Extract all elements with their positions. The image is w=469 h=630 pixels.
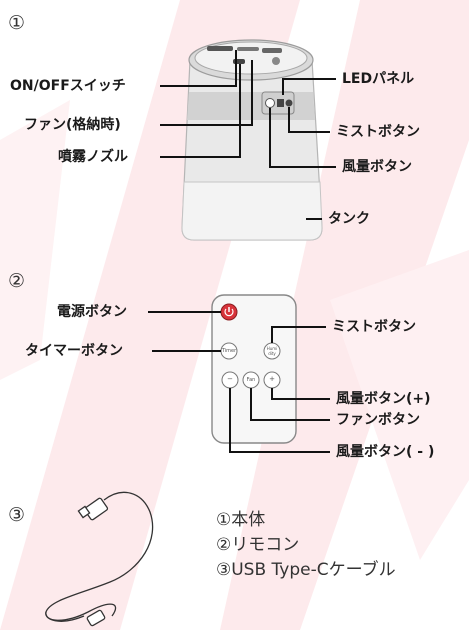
- label-power-button: 電源ボタン: [57, 304, 127, 320]
- key-caption-minus: −: [227, 375, 233, 383]
- section-number-2: ②: [8, 270, 26, 292]
- key-caption-plus: +: [269, 375, 275, 383]
- section-number-1: ①: [8, 12, 26, 34]
- contents-item-cable: ③USB Type-Cケーブル: [216, 560, 396, 580]
- label-tank: タンク: [328, 211, 370, 227]
- label-on-off-switch: ON/OFFスイッチ: [10, 78, 126, 94]
- label-remote-mist-button: ミストボタン: [332, 319, 416, 335]
- label-wind-minus: 風量ボタン( - ): [336, 444, 435, 460]
- label-wind-plus: 風量ボタン(+): [336, 391, 431, 407]
- key-caption-mist: Humi dity: [266, 346, 278, 356]
- contents-item-body: ①本体: [216, 510, 266, 530]
- label-led-panel: LEDパネル: [342, 71, 415, 87]
- section-number-3: ③: [8, 504, 26, 526]
- label-mist-nozzle: 噴霧ノズル: [58, 149, 128, 165]
- key-caption-fan: Fan: [246, 377, 256, 383]
- label-fan-storage: ファン(格納時): [24, 117, 121, 133]
- label-wind-button: 風量ボタン: [342, 159, 412, 175]
- key-caption-timer: Timer: [221, 348, 237, 354]
- remote-control-illustration: [211, 294, 297, 444]
- label-mist-button: ミストボタン: [336, 124, 420, 140]
- contents-item-remote: ②リモコン: [216, 535, 300, 555]
- package-contents-list: ①本体 ②リモコン ③USB Type-Cケーブル: [216, 508, 396, 583]
- usb-cable-illustration: [45, 491, 154, 627]
- label-fan-button: ファンボタン: [336, 412, 420, 428]
- label-timer-button: タイマーボタン: [25, 343, 123, 359]
